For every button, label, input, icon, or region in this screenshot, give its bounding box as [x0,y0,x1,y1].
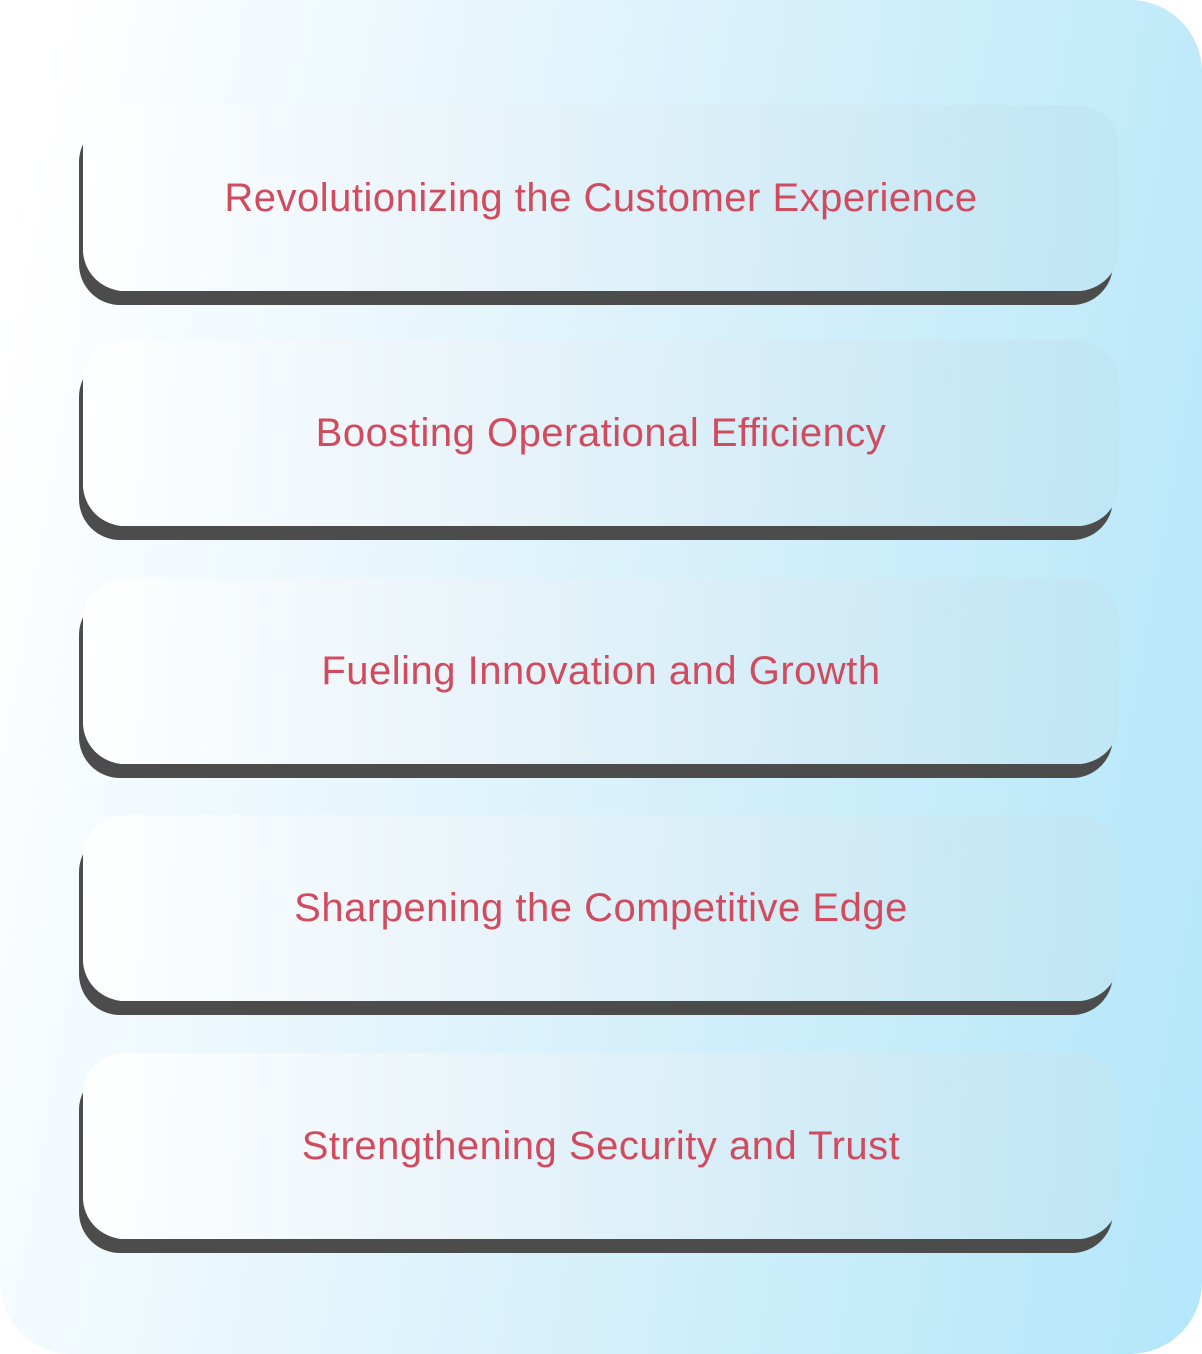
benefit-card-competitive-edge: Sharpening the Competitive Edge [83,815,1119,1001]
benefit-card-label: Strengthening Security and Trust [301,1123,901,1168]
benefit-card-label: Boosting Operational Efficiency [315,410,887,455]
benefit-card-innovation-growth: Fueling Innovation and Growth [83,578,1119,764]
benefit-card-security-trust: Strengthening Security and Trust [83,1053,1119,1239]
benefit-card-customer-experience: Revolutionizing the Customer Experience [83,105,1119,291]
benefit-card-label: Fueling Innovation and Growth [321,648,881,693]
benefit-card-label: Sharpening the Competitive Edge [294,885,908,930]
benefit-card-label: Revolutionizing the Customer Experience [224,175,978,220]
benefit-card-operational-efficiency: Boosting Operational Efficiency [83,340,1119,526]
